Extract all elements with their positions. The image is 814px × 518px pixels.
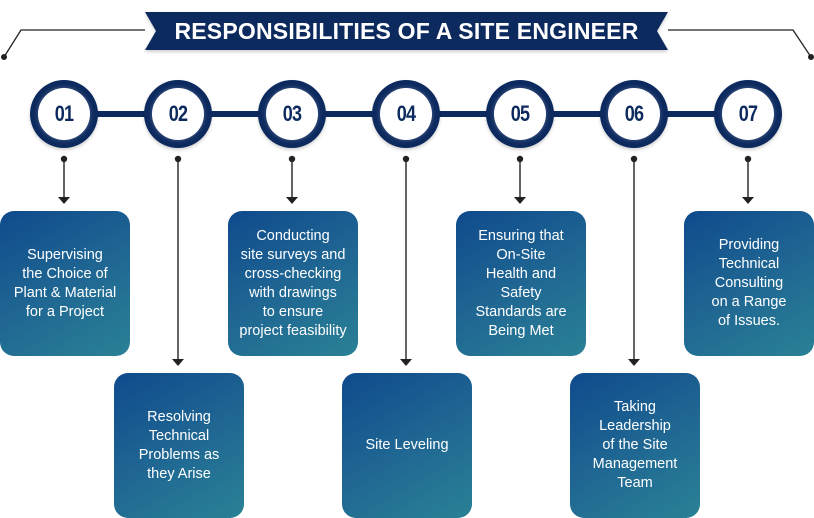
step-circle-inner [494, 88, 546, 140]
arrow-down-icon [58, 197, 70, 204]
responsibility-text: Ensuring that On-Site Health and Safety … [475, 227, 567, 339]
arrow-down-icon [286, 197, 298, 204]
responsibility-text: Supervising the Choice of Plant & Materi… [13, 246, 117, 320]
step-circle-inner [38, 88, 90, 140]
step-number: 07 [738, 101, 758, 126]
arrow-down-icon [742, 197, 754, 204]
responsibility-card: Conducting site surveys and cross-checki… [228, 211, 358, 356]
step-number: 03 [282, 101, 302, 126]
responsibility-card: Ensuring that On-Site Health and Safety … [456, 211, 586, 356]
responsibility-card: Providing Technical Consulting on a Rang… [684, 211, 814, 356]
arrow-down-icon [628, 359, 640, 366]
step-circle-inner [152, 88, 204, 140]
step-circle-inner [608, 88, 660, 140]
step-number: 04 [396, 101, 416, 126]
responsibility-text: Conducting site surveys and cross-checki… [239, 227, 347, 339]
arrow-down-icon [172, 359, 184, 366]
header-line-left-dot [1, 54, 7, 60]
responsibility-card: Taking Leadership of the Site Management… [570, 373, 700, 518]
responsibility-card: Supervising the Choice of Plant & Materi… [0, 211, 130, 356]
step-circle-inner [380, 88, 432, 140]
page-title: RESPONSIBILITIES OF A SITE ENGINEER [174, 17, 639, 44]
step-number: 01 [54, 101, 74, 126]
step-number: 06 [624, 101, 644, 126]
header-line-right [668, 29, 812, 58]
step-circle-inner [722, 88, 774, 140]
header-line-right-dot [808, 54, 814, 60]
step-circle-inner [266, 88, 318, 140]
responsibility-card: Site Leveling [342, 373, 472, 518]
arrow-down-icon [400, 359, 412, 366]
responsibility-text: Taking Leadership of the Site Management… [592, 399, 678, 491]
step-number: 05 [510, 101, 530, 126]
arrow-down-icon [514, 197, 526, 204]
header-line-left [3, 29, 145, 58]
title-banner [145, 12, 668, 50]
step-number: 02 [168, 101, 188, 126]
responsibility-text: Site Leveling [365, 437, 449, 453]
responsibility-text: Resolving Technical Problems as they Ari… [138, 408, 220, 482]
responsibility-text: Providing Technical Consulting on a Rang… [711, 237, 787, 329]
responsibility-card: Resolving Technical Problems as they Ari… [114, 373, 244, 518]
